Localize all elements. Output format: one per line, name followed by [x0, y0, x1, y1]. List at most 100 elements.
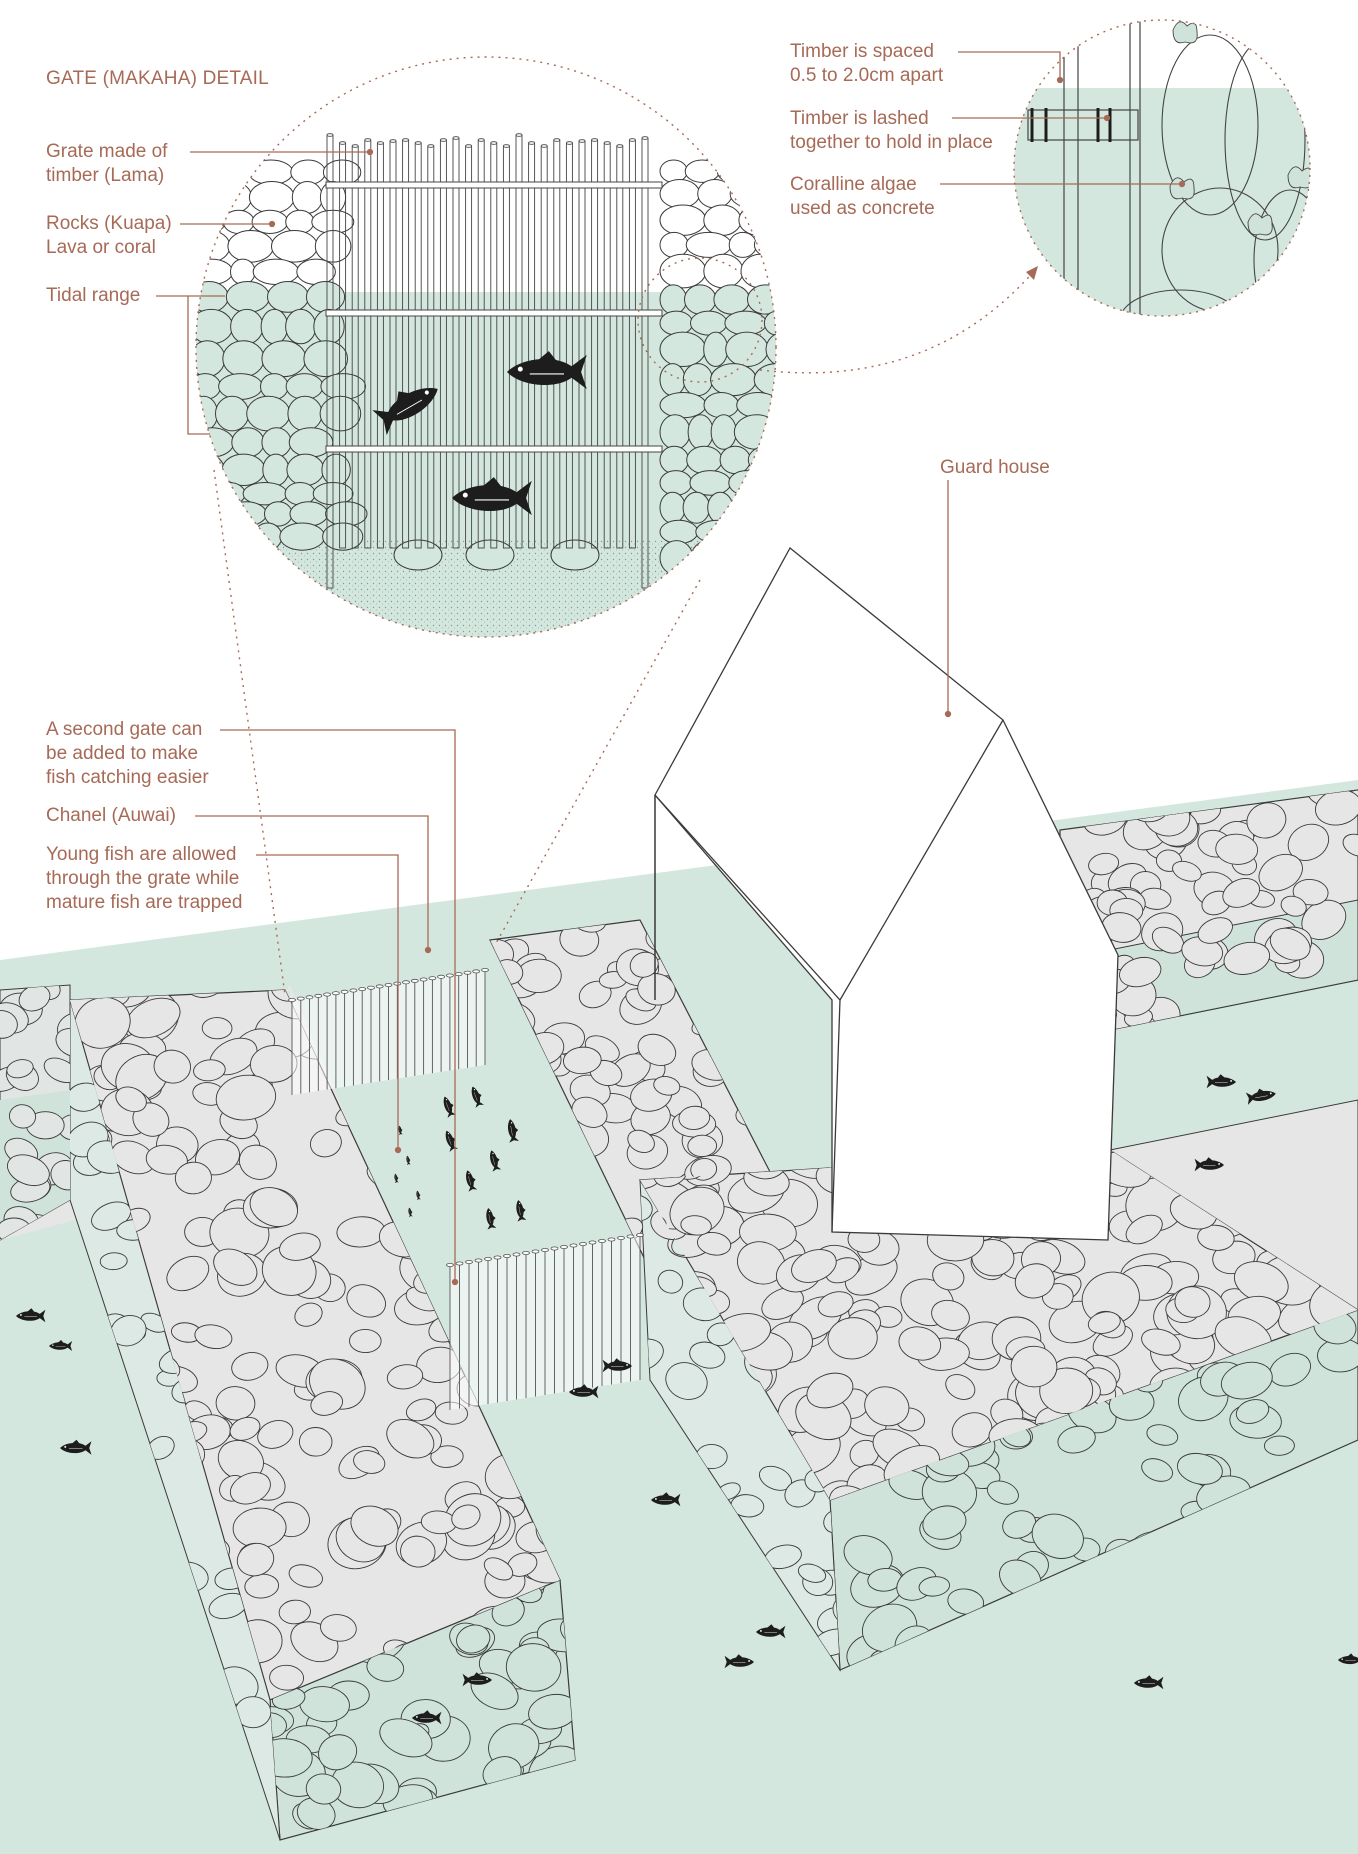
fish-icon [1206, 1074, 1236, 1089]
rock-icon [665, 1362, 708, 1400]
rock-icon [659, 179, 701, 209]
rock-icon [659, 331, 707, 367]
rock-icon [224, 522, 257, 551]
rock-icon [6, 1059, 34, 1079]
label-line: Chanel (Auwai) [46, 805, 176, 826]
rock-icon [778, 254, 805, 288]
rock-icon [430, 1445, 464, 1468]
fish-icon [651, 1492, 681, 1507]
rock-icon [353, 1450, 386, 1474]
rock-icon [659, 445, 690, 475]
rock-icon [196, 395, 219, 432]
fish-icon [372, 388, 438, 436]
fish-icon [462, 1672, 492, 1687]
rock-icon [951, 1412, 993, 1448]
rock-icon [269, 1664, 305, 1691]
rock-icon [788, 311, 821, 335]
rock-icon [918, 1576, 950, 1597]
rock-icon [730, 491, 773, 524]
rock-icon [1292, 878, 1329, 906]
rock-icon [196, 159, 217, 186]
rock-icon [279, 522, 326, 551]
rock-icon [279, 1232, 321, 1261]
fish-icon [486, 1208, 497, 1230]
rock-icon [267, 281, 309, 313]
label-line: A second gate can [46, 719, 203, 740]
rock-icon [298, 1427, 333, 1457]
rock-icon [1125, 1214, 1163, 1245]
fish-icon [1245, 1088, 1276, 1105]
rock-icon [319, 395, 362, 432]
rock-icon [659, 159, 688, 183]
connector-lines [213, 269, 1036, 996]
rock-icon [248, 159, 294, 186]
rock-icon [215, 1074, 277, 1121]
gate-detail-circle [195, 56, 825, 638]
label-timber-spacing: Timber is spaced 0.5 to 2.0cm apart [790, 40, 943, 88]
rock-icon [248, 181, 295, 214]
rock-icon [637, 973, 676, 1006]
label-line: 0.5 to 2.0cm apart [790, 65, 944, 86]
rock-icon [710, 414, 737, 450]
rock-icon [6, 1154, 50, 1187]
rock-icon [451, 1504, 481, 1530]
rock-icon [763, 310, 776, 336]
rock-icon [690, 1157, 718, 1181]
rock-icon [689, 470, 732, 496]
fish-icon [416, 1190, 421, 1201]
rock-icon [215, 395, 250, 432]
rock-icon [1039, 1367, 1094, 1415]
rock-icon [678, 1105, 711, 1130]
rock-icon [787, 232, 825, 257]
rock-icon [1119, 956, 1162, 988]
fish-icon [398, 1125, 403, 1136]
label-channel: Chanel (Auwai) [46, 804, 176, 828]
label-line: Guard house [940, 457, 1050, 478]
fish-icon [602, 1358, 632, 1373]
front-gate [446, 1233, 644, 1410]
rock-icon [733, 414, 776, 450]
label-line: Coralline algae [790, 174, 917, 195]
label-line: Young fish are allowed [46, 844, 237, 865]
rock-icon [193, 1059, 226, 1082]
rock-icon [1269, 927, 1311, 961]
rock-icon [261, 340, 307, 378]
rock-icon [1258, 853, 1303, 892]
rock-icon [1246, 802, 1287, 839]
rock-icon [728, 470, 765, 496]
rock-icon [1014, 1263, 1055, 1299]
fish-icon [412, 1710, 442, 1725]
rock-icon [629, 951, 659, 978]
rock-icon [653, 1076, 681, 1096]
rock-icon [1031, 1513, 1084, 1559]
rock-icon [764, 519, 776, 545]
rock-icon [697, 179, 733, 209]
rock-icon [1110, 790, 1144, 797]
fish-icon [1194, 1157, 1224, 1172]
label-line: mature fish are trapped [46, 892, 243, 913]
rock-icon [765, 331, 776, 367]
rock-icon [528, 1693, 575, 1730]
rock-icon [50, 1160, 70, 1191]
rock-icon [1253, 189, 1310, 316]
label-line: Timber is spaced [790, 41, 934, 62]
rock-icon [769, 491, 776, 524]
rock-icon [684, 284, 717, 315]
rock-icon [659, 231, 689, 258]
rock-icon [659, 363, 686, 397]
rock-icon [785, 471, 814, 496]
rock-icon [703, 392, 740, 419]
rock-icon [287, 395, 323, 432]
rock-icon [1158, 790, 1185, 804]
diagram-title: GATE (MAKAHA) DETAIL [46, 68, 269, 89]
rock-icon [1010, 1345, 1058, 1388]
rock-icon [690, 310, 728, 336]
rock-icon [1088, 852, 1120, 876]
label-guard-house: Guard house [940, 456, 1050, 480]
rock-icon [703, 331, 729, 367]
rock-icon [231, 1352, 269, 1381]
rock-icon [1141, 1458, 1173, 1482]
rock-icon [246, 395, 291, 432]
rock-icon [286, 453, 325, 486]
